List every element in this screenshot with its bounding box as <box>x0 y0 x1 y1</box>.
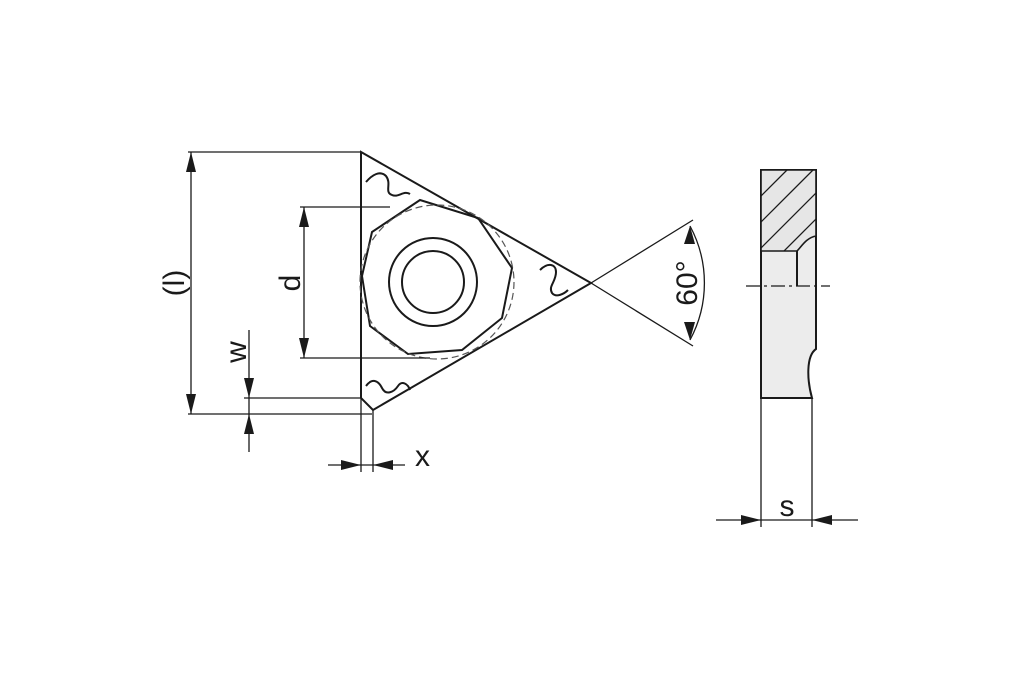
inscribed-circle <box>359 204 515 360</box>
label-w: w <box>220 341 253 364</box>
side-hatch-region <box>760 169 817 252</box>
insert-front-view <box>359 150 594 412</box>
hole-inner <box>401 250 465 314</box>
label-l: (l) <box>158 270 191 297</box>
seat-outline <box>360 198 514 356</box>
bottom-notch <box>365 380 411 394</box>
label-angle: 60° <box>671 260 704 305</box>
top-notch <box>365 172 411 197</box>
dimension-x: x <box>328 398 430 473</box>
dimension-d: d <box>274 206 430 359</box>
label-s: s <box>780 490 795 523</box>
hatch-lines <box>761 170 816 251</box>
label-d: d <box>274 275 307 292</box>
dimension-angle: 60° <box>590 219 706 347</box>
insert-side-view <box>746 169 830 399</box>
dimension-w: w <box>220 330 361 452</box>
right-notch <box>539 264 569 297</box>
dimension-l: (l) <box>158 151 372 415</box>
label-x: x <box>415 440 430 473</box>
hole-outer <box>388 237 478 327</box>
dimension-s: s <box>716 398 858 527</box>
